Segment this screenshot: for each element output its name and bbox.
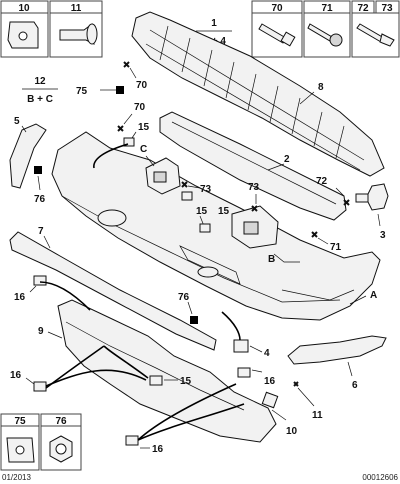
pad-16c[interactable] — [237, 367, 251, 378]
leader-b — [273, 253, 300, 263]
callout-12-bc: 12 B + C — [22, 76, 58, 105]
marker-76a[interactable] — [34, 166, 42, 174]
footer-date: 01/2013 — [2, 473, 31, 482]
trim-6[interactable] — [287, 335, 387, 365]
label-76a: 76 — [34, 194, 46, 205]
push-rivet-11 — [59, 23, 95, 45]
part-box-73[interactable]: 73 — [351, 0, 400, 58]
leader-4 — [249, 345, 263, 353]
label-76b: 76 — [178, 292, 190, 303]
label-72: 72 — [357, 3, 369, 14]
label-bc: B + C — [27, 94, 53, 105]
label-11b: 11 — [312, 410, 323, 421]
label-70: 70 — [271, 3, 283, 14]
label-75-box: 75 — [14, 416, 26, 427]
label-72b: 72 — [316, 176, 328, 187]
leader-6 — [347, 361, 353, 377]
deflector-5[interactable] — [9, 123, 47, 189]
label-70c: 70 — [134, 102, 146, 113]
label-15a: 15 — [138, 122, 150, 133]
label-c: C — [140, 144, 147, 155]
part-box-72[interactable]: 72 — [351, 0, 375, 14]
bracket-b[interactable] — [231, 205, 279, 249]
undertray-9[interactable] — [57, 299, 277, 443]
leader-8 — [299, 91, 315, 105]
label-11: 11 — [71, 3, 82, 14]
pad-15b[interactable] — [181, 191, 193, 201]
leader-10b — [271, 409, 287, 421]
label-10b: 10 — [286, 426, 298, 437]
leader-2 — [267, 163, 285, 171]
logo-opening — [97, 209, 127, 227]
label-16c: 16 — [264, 376, 276, 387]
plug-3[interactable] — [355, 183, 389, 211]
clip-4[interactable] — [233, 339, 249, 353]
leader-c — [145, 155, 155, 167]
label-a: A — [370, 290, 377, 301]
pad-16b[interactable] — [33, 381, 47, 392]
leader-a — [349, 295, 367, 305]
leader-7 — [43, 235, 51, 249]
leader-11b — [297, 387, 315, 407]
label-7: 7 — [38, 226, 44, 237]
label-76-box: 76 — [55, 416, 67, 427]
pad-15c[interactable] — [199, 223, 211, 233]
label-12: 12 — [34, 76, 46, 87]
star-markers — [117, 61, 350, 238]
label-15c: 15 — [218, 206, 230, 217]
label-6: 6 — [352, 380, 358, 391]
label-70b: 70 — [136, 80, 148, 91]
part-box-76[interactable]: 76 — [40, 413, 82, 471]
clip-10-lower[interactable] — [261, 391, 279, 409]
part-box-75[interactable]: 75 — [0, 413, 40, 471]
screw-70 — [258, 23, 287, 44]
footer-ref: 00012606 — [362, 473, 398, 482]
label-75: 75 — [76, 86, 88, 97]
label-71: 71 — [321, 3, 333, 14]
label-71b: 71 — [330, 242, 342, 253]
label-2: 2 — [284, 154, 290, 165]
label-8: 8 — [318, 82, 324, 93]
label-73b: 73 — [200, 184, 212, 195]
beam-2[interactable] — [159, 111, 347, 221]
label-10: 10 — [18, 3, 30, 14]
part-box-10[interactable]: 10 — [0, 0, 49, 58]
marker-75[interactable] — [116, 86, 124, 94]
marker-76b[interactable] — [190, 316, 198, 324]
label-15b: 15 — [196, 206, 208, 217]
absorber-8[interactable] — [131, 11, 385, 177]
label-5: 5 — [14, 116, 20, 127]
leader-9 — [47, 331, 63, 339]
trim-strip-7[interactable] — [9, 231, 217, 351]
part-box-70[interactable]: 70 — [251, 0, 303, 58]
pad-16d[interactable] — [125, 435, 139, 446]
part-box-71[interactable]: 71 — [303, 0, 351, 58]
label-9: 9 — [38, 326, 44, 337]
label-15d: 15 — [180, 376, 192, 387]
label-4: 4 — [264, 348, 270, 359]
pad-16a[interactable] — [33, 275, 47, 286]
pad-15a[interactable] — [123, 137, 135, 147]
label-16d: 16 — [152, 444, 164, 455]
marker-11-lower — [293, 381, 299, 387]
leader-3 — [377, 213, 381, 227]
label-16a: 16 — [14, 292, 26, 303]
part-box-11[interactable]: 11 — [49, 0, 103, 58]
leader-5 — [21, 125, 27, 133]
label-3: 3 — [380, 230, 386, 241]
label-b: B — [268, 254, 275, 265]
connector-wires — [39, 143, 245, 441]
bracket-c[interactable] — [145, 157, 181, 195]
label-73c: 73 — [248, 182, 260, 193]
label-16b: 16 — [10, 370, 22, 381]
pad-15d[interactable] — [149, 375, 163, 386]
label-1: 1 — [211, 18, 217, 29]
label-73: 73 — [381, 3, 393, 14]
